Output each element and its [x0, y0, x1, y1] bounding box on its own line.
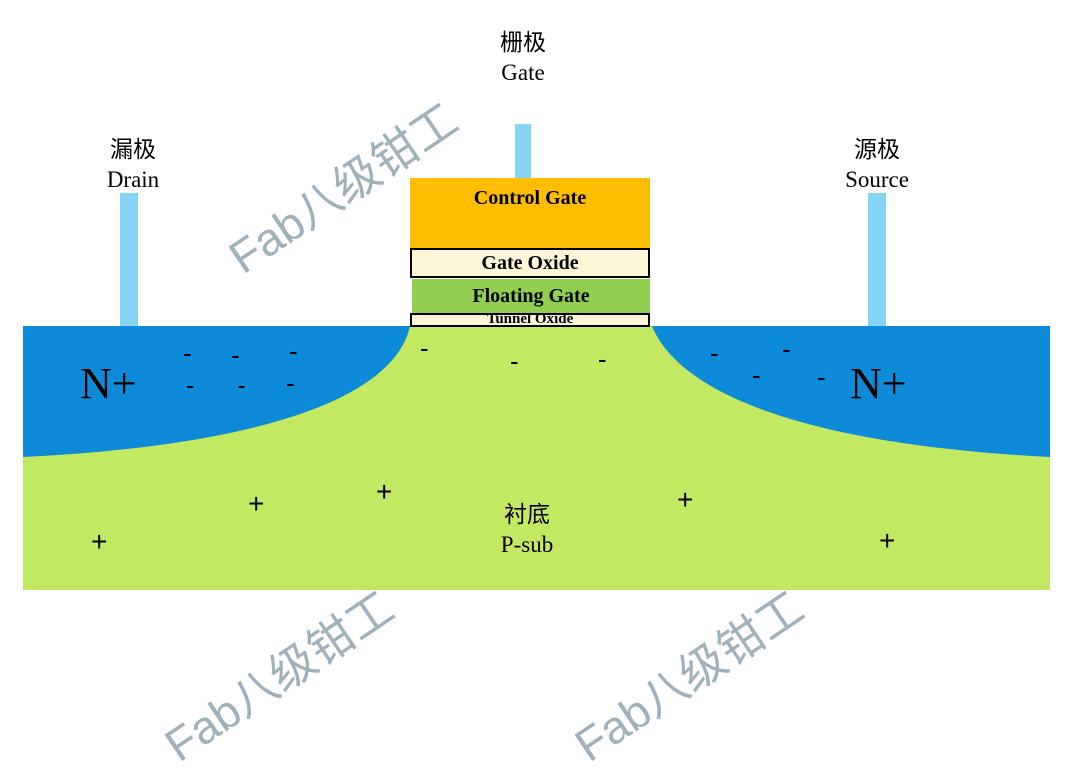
nand-flash-cell-diagram: Control Gate Gate Oxide Floating Gate Tu…: [23, 28, 1050, 771]
electron-charge: -: [598, 344, 607, 374]
substrate-label-en: P-sub: [500, 532, 554, 557]
drain-label-cn: 漏极: [110, 137, 156, 162]
n-plus-drain-region: [23, 326, 410, 457]
electron-charge: -: [420, 333, 429, 363]
n-plus-right-label: N+: [850, 359, 907, 408]
source-contact: [868, 193, 886, 326]
electron-charge: -: [231, 340, 240, 370]
control-gate-label: Control Gate: [473, 186, 587, 209]
drain-label: 漏极 Drain: [83, 135, 183, 195]
source-label-cn: 源极: [854, 137, 900, 162]
tunnel-oxide-layer: Tunnel Oxide: [410, 313, 650, 327]
electron-charge: -: [237, 370, 246, 400]
hole-charge: +: [248, 488, 265, 519]
electron-charge: -: [510, 346, 519, 376]
tunnel-oxide-label: Tunnel Oxide: [486, 313, 574, 327]
gate-label-cn: 栅极: [500, 30, 546, 55]
floating-gate-layer: Floating Gate: [412, 279, 650, 313]
n-plus-source-region: [652, 326, 1050, 457]
electron-charge: -: [752, 360, 761, 390]
n-plus-left-label: N+: [80, 359, 137, 408]
hole-charge: +: [879, 525, 896, 556]
floating-gate-label: Floating Gate: [472, 284, 590, 307]
gate-oxide-layer: Gate Oxide: [410, 248, 650, 278]
gate-oxide-label: Gate Oxide: [481, 251, 579, 274]
hole-charge: +: [677, 484, 694, 515]
source-label-en: Source: [845, 167, 909, 192]
charge-carriers: -------------+++++: [91, 333, 896, 557]
gate-contact: [515, 124, 531, 178]
substrate-label-cn: 衬底: [504, 502, 550, 527]
substrate-label: 衬底 P-sub: [477, 500, 577, 560]
electron-charge: -: [186, 370, 195, 400]
hole-charge: +: [376, 476, 393, 507]
source-label: 源极 Source: [827, 135, 927, 195]
gate-label-en: Gate: [501, 60, 545, 85]
electron-charge: -: [286, 368, 295, 398]
drain-label-en: Drain: [106, 167, 160, 192]
cross-section: [23, 326, 1050, 590]
hole-charge: +: [91, 526, 108, 557]
electron-charge: -: [782, 334, 791, 364]
electron-charge: -: [710, 338, 719, 368]
gate-label: 栅极 Gate: [473, 28, 573, 88]
electron-charge: -: [817, 362, 826, 392]
drain-contact: [120, 193, 138, 326]
electron-charge: -: [183, 338, 192, 368]
electron-charge: -: [289, 336, 298, 366]
control-gate-layer: Control Gate: [410, 178, 650, 248]
